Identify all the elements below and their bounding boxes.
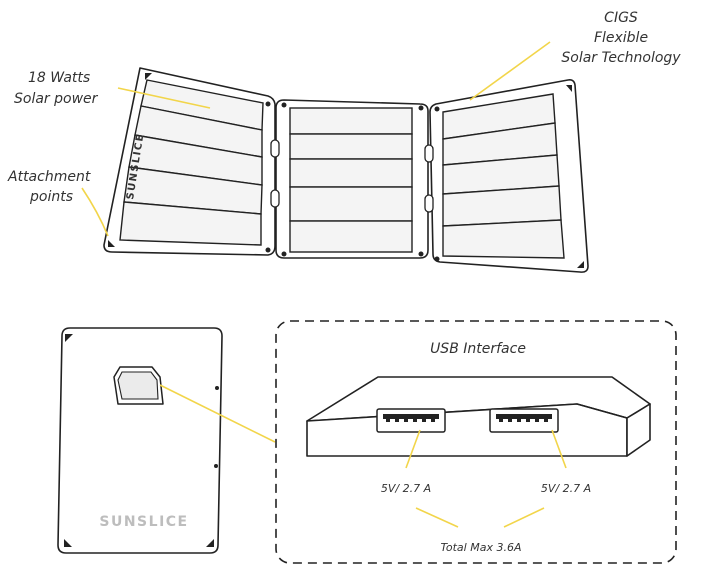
tech-label-line2: Flexible: [594, 30, 648, 46]
left-panel-cells: [119, 79, 264, 246]
usb-module-face: [117, 371, 159, 400]
usb-callout-line: [159, 384, 276, 443]
usb-port-2: [489, 408, 559, 433]
folding-solar-panel: SUNSLICE: [103, 67, 589, 273]
callout-lines-top: [81, 41, 551, 237]
tech-label-line3: Solar Technology: [561, 50, 681, 66]
usb-interface-detail: USB Interface: [275, 320, 677, 564]
middle-panel-cells: [289, 107, 413, 253]
usb-interface-title: USB Interface: [430, 341, 526, 357]
usb-port-1: [376, 408, 446, 433]
folded-corner-grommets: [64, 334, 219, 547]
usb-detail-frame: [275, 320, 677, 564]
power-label-line1: 18 Watts: [28, 70, 90, 86]
attachment-label-line1: Attachment: [7, 169, 91, 185]
corner-grommets: [108, 73, 584, 268]
port1-rating: 5V/ 2.7 A: [381, 482, 431, 495]
solar-cell: [289, 186, 413, 222]
usb-rating-callouts: [405, 429, 567, 528]
folded-device: SUNSLICE: [57, 327, 223, 554]
tech-label-line1: CIGS: [604, 10, 638, 26]
attachment-slots: [270, 139, 434, 213]
attachment-slot: [424, 144, 434, 163]
solar-cell: [289, 107, 413, 135]
solar-cell: [119, 201, 262, 246]
solar-cell: [442, 219, 565, 259]
right-panel-cells: [442, 93, 565, 259]
power-label-line2: Solar power: [14, 91, 99, 107]
solar-cell: [289, 133, 413, 160]
solar-cell: [289, 158, 413, 188]
attachment-label-line2: points: [29, 189, 73, 205]
solar-cell: [289, 220, 413, 253]
attachment-slot: [424, 194, 434, 213]
port2-rating: 5V/ 2.7 A: [541, 482, 591, 495]
folded-panel-body: [57, 327, 223, 554]
usb-hub-side: [626, 403, 651, 457]
attachment-slot: [270, 139, 280, 158]
device-logo: SUNSLICE: [99, 514, 188, 530]
attachment-slot: [270, 189, 280, 208]
total-max-label: Total Max 3.6A: [441, 541, 522, 554]
